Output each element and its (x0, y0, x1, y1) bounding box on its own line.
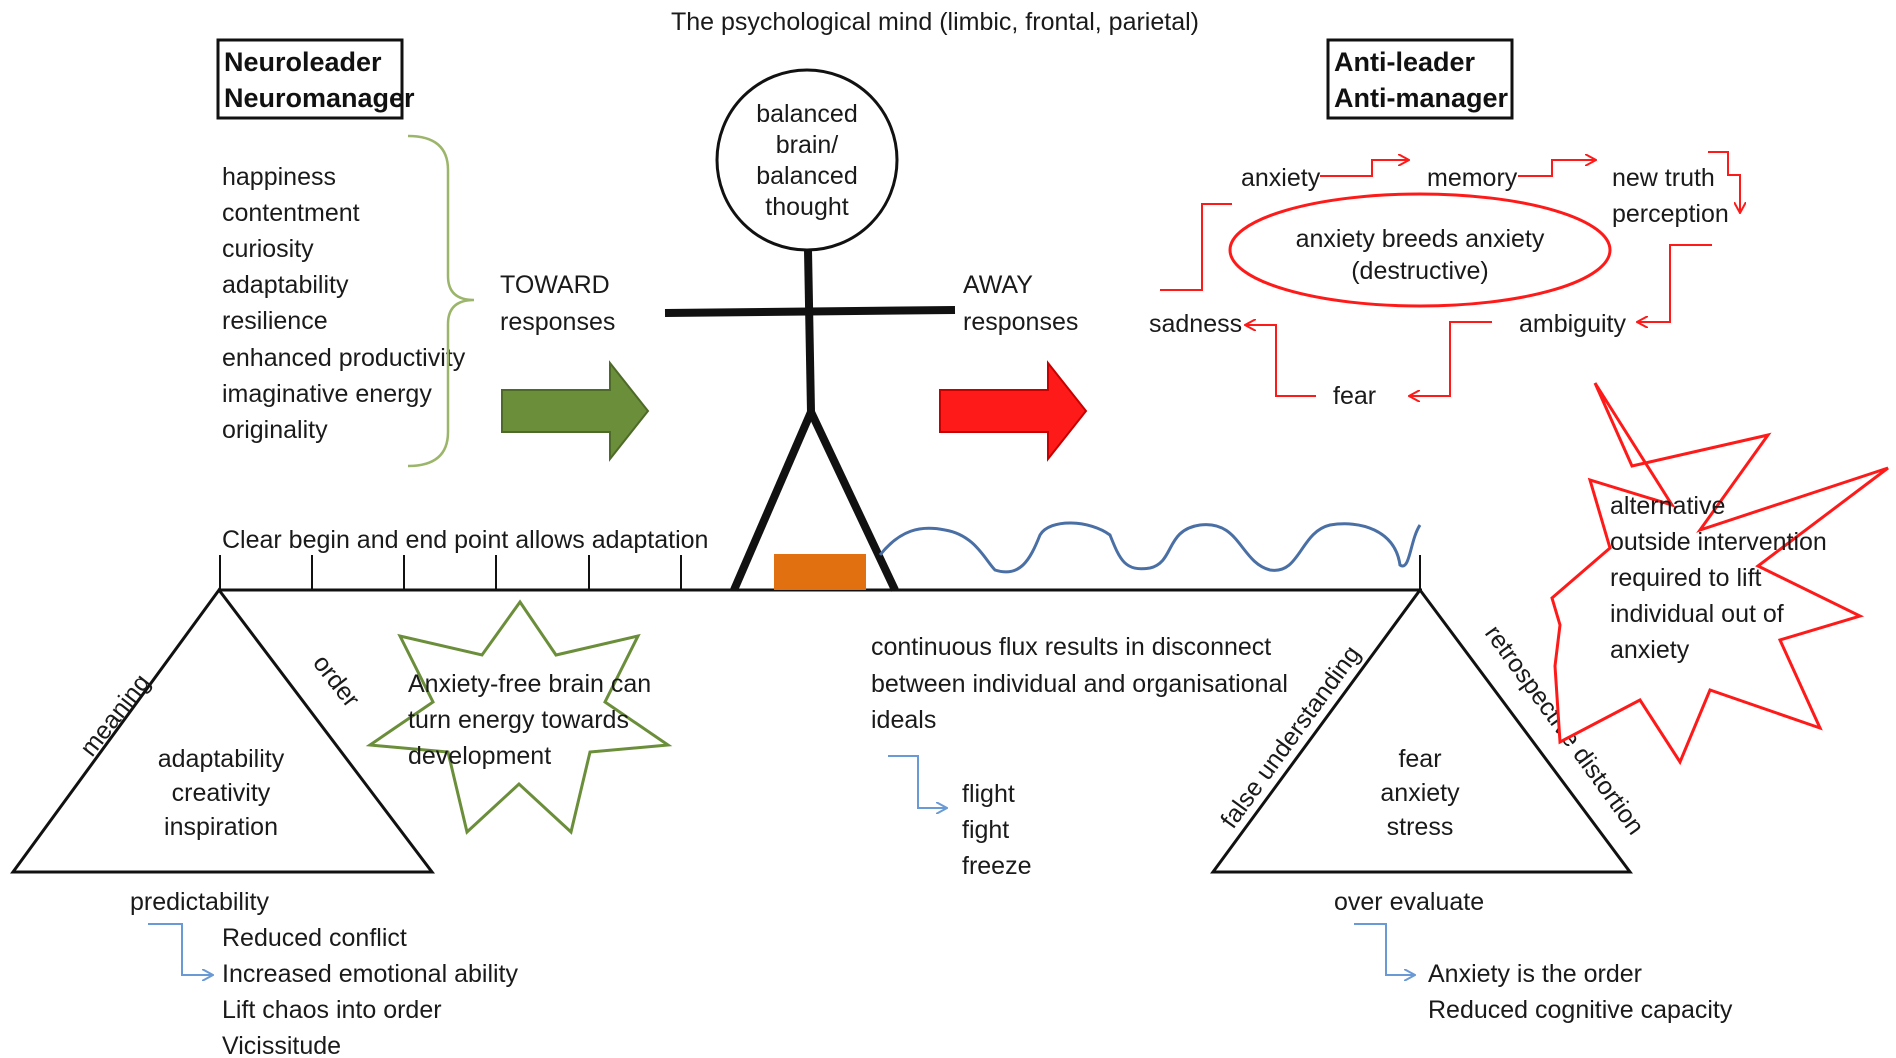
list-item: imaginative energy (222, 380, 432, 408)
cycle-new-truth: new truth (1612, 164, 1715, 192)
right-triangle (1210, 587, 1633, 874)
green-arrow (501, 360, 650, 462)
cycle-arrow (1320, 160, 1408, 177)
list-item: Anxiety is the order (1428, 960, 1642, 988)
red-star-line: alternative (1610, 492, 1725, 520)
red-star-text: alternative outside intervention require… (1610, 492, 1827, 664)
cycle-arrow (1410, 321, 1492, 396)
list-item: Reduced cognitive capacity (1428, 996, 1733, 1024)
green-brace (407, 134, 475, 468)
order-label: order (307, 649, 365, 712)
green-star-text: development (408, 742, 551, 770)
cycle-anxiety: anxiety (1241, 164, 1321, 192)
neuroleader-box: Neuroleader Neuromanager (216, 38, 415, 120)
red-arrow (939, 360, 1088, 462)
cycle-fear: fear (1333, 382, 1376, 410)
cycle-ellipse (1228, 192, 1612, 308)
list-item: adaptability (222, 271, 349, 299)
list-item: fight (962, 816, 1009, 844)
over-evaluate-label: over evaluate (1334, 888, 1484, 916)
toward-responses: responses (500, 308, 615, 336)
green-star-text: Anxiety-free brain can (408, 670, 651, 698)
red-star (1550, 382, 1889, 766)
green-star-text: turn energy towards (408, 706, 629, 734)
flux-wave (878, 521, 1422, 574)
anxiety-cycle: anxiety breeds anxiety (destructive) anx… (1149, 151, 1740, 410)
diagram-title: The psychological mind (limbic, frontal,… (671, 8, 1199, 36)
cycle-arrow (1518, 160, 1595, 177)
antileader-line: Anti-leader (1334, 47, 1476, 77)
left-triangle-text: inspiration (164, 813, 278, 841)
list-item: freeze (962, 852, 1031, 880)
stick-figure: balanced brain/ balanced thought (664, 68, 956, 592)
antileader-box: Anti-leader Anti-manager (1326, 38, 1514, 120)
away-label: AWAY (963, 271, 1033, 299)
flux-text: ideals (871, 706, 936, 734)
beam-label: Clear begin and end point allows adaptat… (222, 526, 708, 554)
left-elbow-arrow (148, 923, 212, 975)
red-star-line: individual out of (1610, 600, 1784, 628)
left-triangle-text: adaptability (158, 745, 285, 773)
beam-ticks (219, 555, 1421, 590)
figure-body (804, 249, 815, 413)
list-item: Lift chaos into order (222, 996, 442, 1024)
list-item: happiness (222, 163, 336, 191)
figure-arms (664, 306, 956, 317)
right-elbow-arrow (1354, 923, 1414, 975)
list-item: enhanced productivity (222, 344, 466, 372)
flux-text: continuous flux results in disconnect (871, 633, 1271, 661)
away-responses: responses (963, 308, 1078, 336)
cycle-center-text: (destructive) (1351, 257, 1489, 285)
predictability-label: predictability (130, 888, 269, 916)
list-item: curiosity (222, 235, 314, 263)
head-text-line: brain/ (776, 131, 839, 159)
cycle-arrow (1638, 244, 1712, 322)
list-item: flight (962, 780, 1015, 808)
cycle-perception: perception (1612, 200, 1729, 228)
right-outcomes: Anxiety is the order Reduced cognitive c… (1428, 960, 1733, 1024)
cycle-ambiguity: ambiguity (1519, 310, 1626, 338)
flux-elbow-arrow (888, 755, 946, 808)
neuroleader-line: Neuroleader (224, 47, 382, 77)
head-text-line: thought (765, 193, 848, 221)
head-text-line: balanced (756, 162, 857, 190)
left-triangle-text: creativity (172, 779, 271, 807)
list-item: Vicissitude (222, 1032, 341, 1058)
figure-left-leg (730, 410, 815, 592)
figure-right-leg (807, 410, 899, 592)
green-star (365, 599, 673, 835)
red-star-line: required to lift (1610, 564, 1762, 592)
red-star-line: outside intervention (1610, 528, 1827, 556)
left-outcomes: Reduced conflict Increased emotional abi… (222, 924, 518, 1058)
list-item: originality (222, 416, 328, 444)
neuromanager-line: Neuromanager (224, 83, 415, 113)
right-triangle-text: fear (1398, 745, 1441, 773)
cycle-arrow (1246, 325, 1316, 397)
cycle-center-text: anxiety breeds anxiety (1296, 225, 1545, 253)
list-item: Increased emotional ability (222, 960, 518, 988)
list-item: Reduced conflict (222, 924, 407, 952)
list-item: contentment (222, 199, 360, 227)
right-triangle-text: anxiety (1380, 779, 1460, 807)
figure-head (715, 68, 899, 252)
cycle-memory: memory (1427, 164, 1518, 192)
red-star-line: anxiety (1610, 636, 1690, 664)
list-item: resilience (222, 307, 328, 335)
right-triangle-text: stress (1387, 813, 1454, 841)
cycle-arrow (1708, 151, 1740, 212)
orange-block (774, 554, 866, 590)
toward-label: TOWARD (500, 271, 610, 299)
head-text-line: balanced (756, 100, 857, 128)
response-list: flight fight freeze (962, 780, 1031, 880)
antimanager-line: Anti-manager (1334, 83, 1509, 113)
left-triangle (10, 587, 436, 874)
toward-list: happiness contentment curiosity adaptabi… (222, 163, 466, 444)
cycle-sadness: sadness (1149, 310, 1242, 338)
flux-text: between individual and organisational (871, 670, 1288, 698)
cycle-arrow (1160, 203, 1232, 291)
